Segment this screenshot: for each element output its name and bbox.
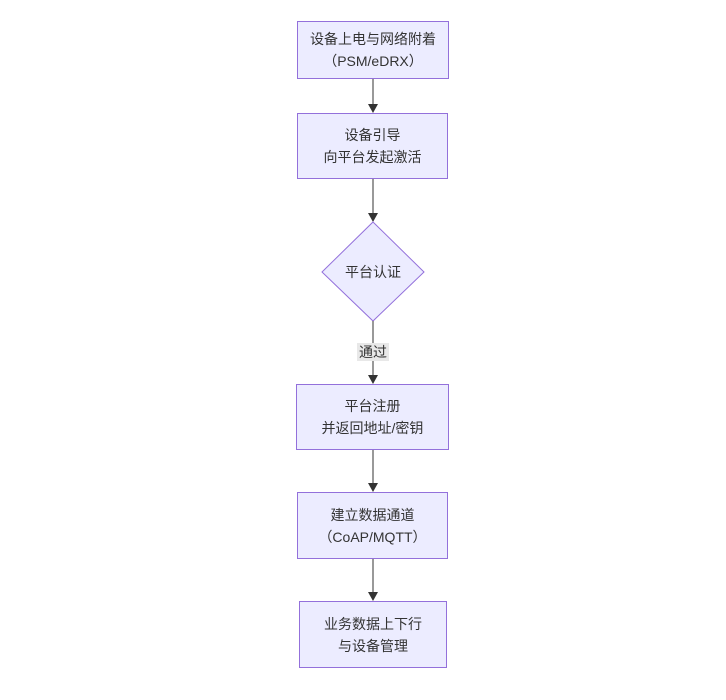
node-register-line1: 平台注册 [344, 398, 401, 414]
node-platform-auth-label: 平台认证 [345, 264, 401, 280]
arrow-power-to-bootstrap [368, 79, 378, 113]
node-business-line1: 业务数据上下行 [324, 615, 422, 632]
node-bootstrap-line2: 向平台发起激活 [323, 149, 422, 165]
node-data-channel: 建立数据通道 （CoAP/MQTT） [297, 492, 448, 559]
node-data-channel-line1: 建立数据通道 [330, 506, 415, 523]
node-bootstrap-line1: 设备引导 [344, 127, 401, 143]
node-register: 平台注册 并返回地址/密钥 [296, 384, 449, 450]
node-power-attach: 设备上电与网络附着 （PSM/eDRX） [297, 21, 449, 79]
node-business: 业务数据上下行 与设备管理 [299, 601, 447, 668]
arrow-bootstrap-to-auth [368, 179, 378, 222]
arrow-channel-to-business [368, 559, 378, 601]
node-power-attach-line2: （PSM/eDRX） [323, 53, 423, 69]
edge-label-pass: 通过 [357, 343, 389, 361]
node-business-line2: 与设备管理 [338, 637, 408, 654]
node-data-channel-line2: （CoAP/MQTT） [318, 528, 427, 545]
node-bootstrap: 设备引导 向平台发起激活 [297, 113, 448, 179]
node-register-line2: 并返回地址/密钥 [321, 420, 424, 436]
arrow-register-to-channel [368, 450, 378, 492]
node-power-attach-line1: 设备上电与网络附着 [310, 31, 436, 47]
